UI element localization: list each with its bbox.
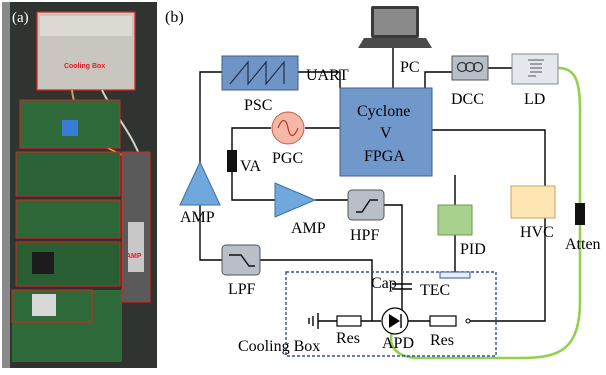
resistor-2-symbol: [429, 315, 471, 327]
dcc-label: DCC: [451, 91, 484, 108]
resistor-1-symbol: [336, 315, 362, 327]
capacitor-symbol: [392, 283, 412, 290]
pc-label: PC: [400, 59, 420, 76]
hvc-label: HVC: [520, 224, 554, 241]
pcb-chip: [32, 252, 54, 274]
ld-block: [511, 53, 559, 85]
block-diagram: (b): [165, 6, 601, 360]
pcb-component-blue: [62, 120, 78, 136]
ld-label: LD: [524, 91, 545, 108]
lpf-label: LPF: [228, 281, 256, 298]
tec-label: TEC: [420, 282, 450, 299]
wire-lpf-apd: [260, 259, 373, 321]
pid-label: PID: [460, 241, 486, 258]
tec-block: [439, 271, 471, 279]
hpf-label: HPF: [350, 227, 379, 244]
highpass-icon: [356, 199, 378, 213]
dcc-block: [451, 55, 489, 81]
pcb-board-1-outline: [19, 99, 121, 149]
wire-va-amp: [231, 172, 275, 201]
chassis-rail: [2, 2, 10, 368]
cooling-box-highlight: [40, 16, 132, 36]
block-diagram-panel: (b): [160, 0, 606, 370]
hardware-photo: Cooling Box AMP (a): [2, 2, 157, 368]
fpga-label-line1: Cyclone: [357, 103, 410, 120]
cooling-box-photo-label: Cooling Box: [64, 63, 105, 70]
fpga-label-line3: FPGA: [364, 148, 405, 165]
sine-wave-icon: [277, 119, 299, 137]
panel-a-label: (a): [12, 10, 29, 26]
amp1-triangle: [179, 160, 221, 206]
attenuator-block: [575, 203, 585, 225]
res1-label: Res: [336, 330, 360, 347]
wire-hvc-res: [468, 218, 546, 322]
pcb-board-2-outline: [15, 151, 121, 197]
pid-block: [437, 204, 473, 236]
va-block: [227, 150, 237, 172]
usb-connector: [32, 294, 56, 316]
pc-laptop-icon: [358, 6, 432, 48]
wire-amp-lpf: [199, 205, 222, 261]
lowpass-icon: [229, 254, 255, 267]
amp1-label: AMP: [180, 209, 215, 226]
pcb-main-board-outline: [11, 289, 93, 323]
pcb-board-4: [16, 242, 120, 286]
psc-label: PSC: [244, 97, 272, 114]
lpf-block: [221, 244, 261, 276]
wire-pgc-va: [231, 127, 271, 150]
amp2-label: AMP: [291, 220, 326, 237]
wire-psc-left: [199, 71, 222, 180]
pcb-main-board: [12, 290, 122, 362]
wire-hpf-cap: [384, 204, 403, 285]
wire-fpga-dcc: [424, 71, 452, 88]
pgc-label: PGC: [272, 150, 303, 167]
amp2-triangle: [274, 182, 317, 218]
pcb-board-3-outline: [15, 199, 121, 239]
cooling-box-outline: [36, 11, 136, 91]
fpga-label-line2: V: [380, 125, 392, 142]
wire-fpga-hvc: [432, 129, 546, 186]
atten-label: Atten: [565, 236, 601, 253]
pcb-board-4-outline: [15, 241, 121, 287]
apd-symbol: [381, 307, 409, 335]
sawtooth-icon: [229, 60, 285, 86]
wire-psc-fpga: [298, 71, 341, 88]
cooling-box-label: Cooling Box: [238, 338, 320, 355]
panel-b-label: (b): [165, 9, 184, 26]
amp-board-metal: [128, 222, 144, 272]
cap-label: Cap: [371, 275, 397, 292]
laser-coil-icon: [528, 59, 544, 77]
ground-icon: [308, 313, 319, 329]
fpga-block: [339, 87, 433, 177]
uart-label: UART: [306, 67, 349, 84]
hvc-block: [510, 185, 556, 219]
pcb-board-2: [16, 152, 120, 196]
hardware-photo-panel: Cooling Box AMP (a): [2, 2, 157, 368]
pgc-block: [271, 111, 305, 145]
psc-block: [221, 55, 299, 91]
amp-board-outline: [121, 151, 151, 303]
apd-label: APD: [382, 335, 414, 352]
optical-fiber: [389, 66, 582, 360]
va-label: VA: [240, 158, 261, 175]
res2-label: Res: [430, 332, 454, 349]
cooling-box-outline: [285, 271, 497, 357]
hpf-block: [347, 189, 385, 221]
pcb-board-3: [16, 200, 120, 238]
amp-board-label: AMP: [126, 253, 142, 260]
